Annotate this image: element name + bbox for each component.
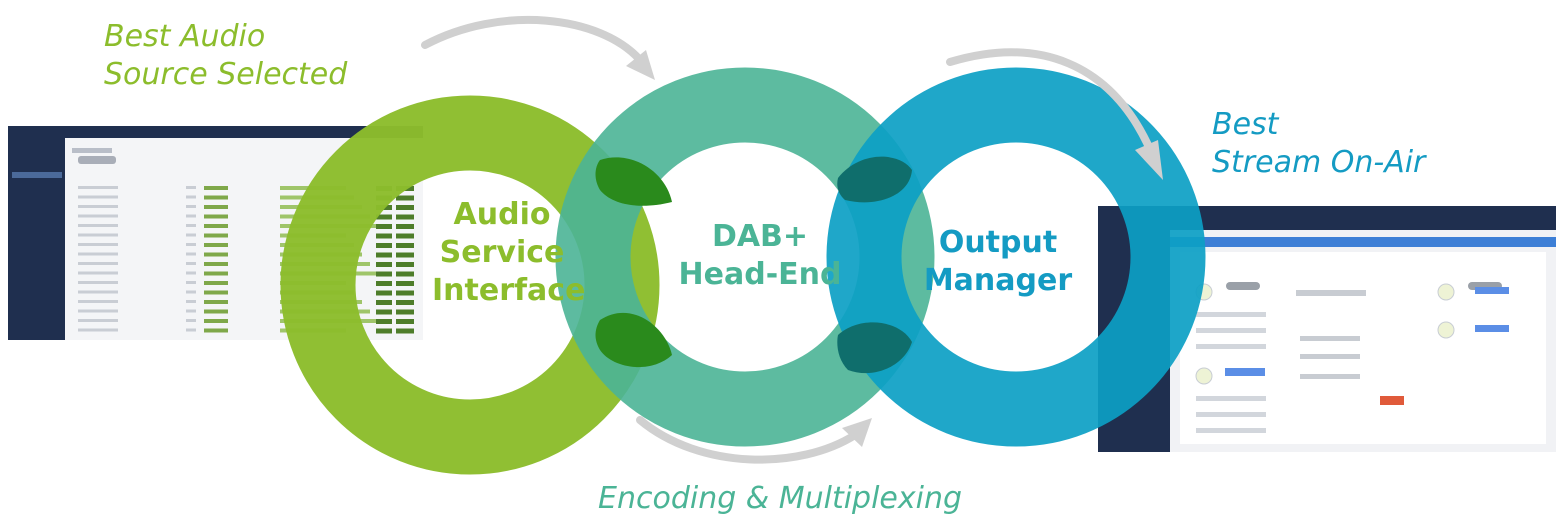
screenshot-row-part	[396, 290, 414, 296]
screenshot-row-part	[78, 186, 118, 189]
screenshot-row-part	[376, 224, 392, 229]
node-output-manager: Output Manager	[923, 225, 1073, 298]
screenshot-row-part	[78, 243, 118, 246]
screenshot-row-part	[78, 195, 118, 199]
screenshot-row-part	[78, 262, 118, 265]
screenshot-row-part	[204, 224, 228, 228]
screenshot-row-part	[78, 300, 118, 303]
screenshot-row-part	[376, 262, 392, 267]
caption-best-stream-on-air: Best Stream On-Air	[1212, 107, 1426, 180]
screenshot-row-part	[78, 290, 118, 294]
screenshot-row-part	[204, 195, 228, 200]
screenshot-row-part	[186, 271, 196, 275]
curved-arrow-icon	[636, 416, 872, 464]
node-audio-service-interface: Audio Service Interface	[432, 197, 586, 308]
overlap-upper-right	[837, 156, 912, 203]
screenshot-row-part	[78, 252, 118, 256]
screenshot-row-part	[186, 300, 196, 303]
screenshot-row-part	[376, 281, 392, 286]
screenshot-row-part	[78, 281, 118, 284]
screenshot-row-part	[186, 281, 196, 284]
screenshot-row-part	[186, 262, 196, 265]
caption-encoding-multiplexing: Encoding & Multiplexing	[598, 481, 963, 516]
screenshot-row-part	[186, 214, 196, 218]
screenshot-row-part	[396, 281, 414, 286]
screenshot-row-part	[186, 205, 196, 208]
screenshot-row-part	[204, 252, 228, 257]
screenshot-row-part	[186, 290, 196, 294]
screenshot-row-part	[376, 243, 392, 248]
screenshot-row-part	[204, 214, 228, 219]
screenshot-row-part	[396, 224, 414, 229]
screenshot-row-part	[78, 271, 118, 275]
screenshot-row-part	[186, 252, 196, 256]
curved-arrow-icon	[421, 15, 655, 80]
screenshot-row-part	[204, 319, 228, 323]
screenshot-row-part	[376, 252, 392, 258]
screenshot-row-part	[396, 262, 414, 267]
screenshot-row-part	[396, 205, 414, 210]
screenshot-row-part	[204, 328, 228, 333]
screenshot-row-part	[204, 309, 228, 314]
screenshot-row-part	[396, 309, 414, 315]
screenshot-row-part	[396, 319, 414, 324]
screenshot-row-part	[396, 214, 414, 220]
screenshot-row-part	[78, 205, 118, 208]
screenshot-row-part	[78, 233, 118, 237]
node-dab-head-end: DAB+ Head-End	[678, 219, 842, 292]
screenshot-row-part	[186, 224, 196, 227]
screenshot-row-part	[396, 243, 414, 248]
screenshot-row-part	[78, 309, 118, 313]
curved-arrow-icon	[946, 48, 1163, 180]
screenshot-row-part	[376, 290, 392, 296]
screenshot-row-part	[204, 290, 228, 295]
screenshot-row-part	[204, 271, 228, 276]
screenshot-row-part	[186, 243, 196, 246]
screenshot-row-part	[204, 262, 228, 266]
screenshot-row-part	[186, 328, 196, 332]
screenshot-row-part	[204, 205, 228, 209]
overlap-lower-left	[595, 312, 672, 368]
screenshot-row-part	[376, 319, 392, 324]
screenshot-row-part	[396, 252, 414, 258]
screenshot-row-part	[376, 300, 392, 305]
screenshot-row-part	[204, 233, 228, 238]
screenshot-row-part	[376, 233, 392, 239]
screenshot-row-part	[204, 186, 228, 190]
screenshot-row-part	[376, 309, 392, 315]
screenshot-row-part	[204, 243, 228, 247]
screenshot-row-part	[78, 224, 118, 227]
screenshot-row-part	[78, 214, 118, 218]
screenshot-row-part	[186, 195, 196, 199]
overlap-upper-left	[595, 157, 672, 206]
screenshot-row-part	[186, 186, 196, 189]
screenshot-row-part	[376, 328, 392, 334]
caption-best-audio-source: Best Audio Source Selected	[104, 19, 348, 92]
screenshot-row-part	[204, 300, 228, 304]
screenshot-row-part	[186, 309, 196, 313]
screenshot-row-part	[78, 328, 118, 332]
screenshot-row-part	[376, 271, 392, 277]
screenshot-row-part	[396, 233, 414, 239]
screenshot-row-part	[396, 328, 414, 334]
screenshot-row-part	[186, 319, 196, 322]
overlap-lower-right	[837, 322, 912, 374]
screenshot-row-part	[186, 233, 196, 237]
screenshot-row-part	[376, 214, 392, 220]
screenshot-row-part	[396, 271, 414, 277]
screenshot-row-part	[396, 195, 414, 201]
ring-output	[826, 67, 1206, 447]
screenshot-row-part	[78, 319, 118, 322]
screenshot-row-part	[396, 300, 414, 305]
screenshot-row-part	[204, 281, 228, 285]
